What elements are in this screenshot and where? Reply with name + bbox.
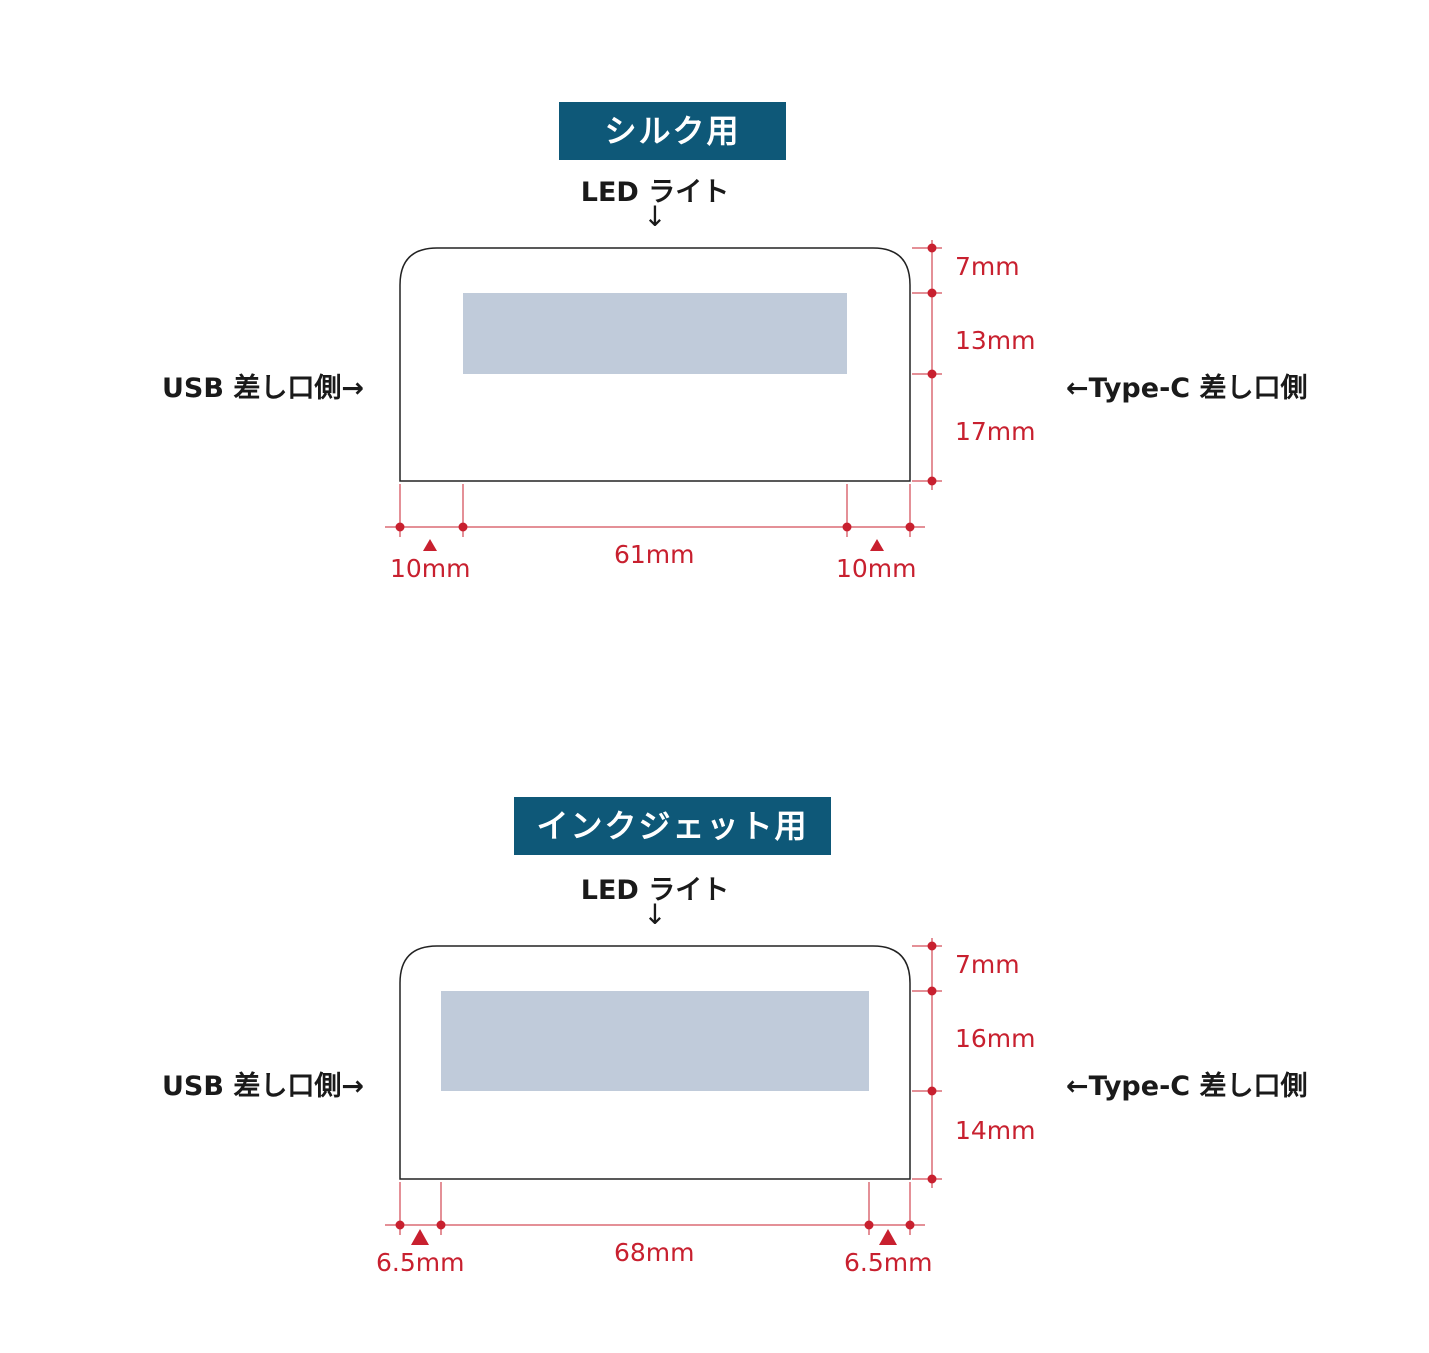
silk-diagram (385, 240, 942, 551)
horizontal-dim-right: 6.5mm (844, 1248, 933, 1277)
dim-dot (395, 1220, 405, 1230)
triangle-marker (870, 539, 884, 551)
horizontal-dim-left: 6.5mm (376, 1248, 465, 1277)
led-light-label: LED ライト (580, 177, 730, 208)
dim-dot (927, 986, 937, 996)
dim-dot (927, 1086, 937, 1096)
dim-dot (864, 1220, 874, 1230)
vertical-dim-middle: 13mm (955, 326, 1036, 355)
usb-side-label: USB 差し口側→ (162, 1071, 364, 1102)
vertical-dim-top: 7mm (955, 252, 1020, 281)
led-light-label: LED ライト (580, 875, 730, 906)
inkjet-title-tag: インクジェット用 (514, 797, 831, 855)
triangle-marker (411, 1229, 429, 1245)
dim-dot (927, 243, 937, 253)
inkjet-panel: インクジェット用 LED ライト ↓ USB 差し口側→ ←Type-C 差し口… (0, 698, 1429, 1318)
dim-dot (395, 522, 405, 532)
dim-dot (927, 941, 937, 951)
horizontal-dim-center: 68mm (614, 1238, 695, 1267)
vertical-dim-bottom: 17mm (955, 417, 1036, 446)
horizontal-dim-left: 10mm (390, 554, 471, 583)
dim-dot (436, 1220, 446, 1230)
down-arrow-icon: ↓ (643, 898, 667, 931)
vertical-dim-top: 7mm (955, 950, 1020, 979)
dim-dot (458, 522, 468, 532)
dim-dot (927, 288, 937, 298)
vertical-dim-bottom: 14mm (955, 1116, 1036, 1145)
silk-title-tag: シルク用 (559, 102, 786, 160)
dim-dot (927, 476, 937, 486)
inkjet-diagram (385, 938, 942, 1245)
silk-panel: シルク用 LED ライト ↓ USB 差し口側→ ←Type-C 差し口側 7m… (0, 0, 1429, 620)
triangle-marker (423, 539, 437, 551)
triangle-marker (879, 1229, 897, 1245)
dim-dot (927, 369, 937, 379)
typec-side-label: ←Type-C 差し口側 (1066, 373, 1308, 404)
print-area (463, 293, 847, 374)
usb-side-label: USB 差し口側→ (162, 373, 364, 404)
horizontal-dim-right: 10mm (836, 554, 917, 583)
dim-dot (927, 1174, 937, 1184)
dim-dot (905, 1220, 915, 1230)
horizontal-dim-center: 61mm (614, 540, 695, 569)
vertical-dim-middle: 16mm (955, 1024, 1036, 1053)
print-area (441, 991, 869, 1091)
dim-dot (905, 522, 915, 532)
dim-dot (842, 522, 852, 532)
typec-side-label: ←Type-C 差し口側 (1066, 1071, 1308, 1102)
down-arrow-icon: ↓ (643, 200, 667, 233)
